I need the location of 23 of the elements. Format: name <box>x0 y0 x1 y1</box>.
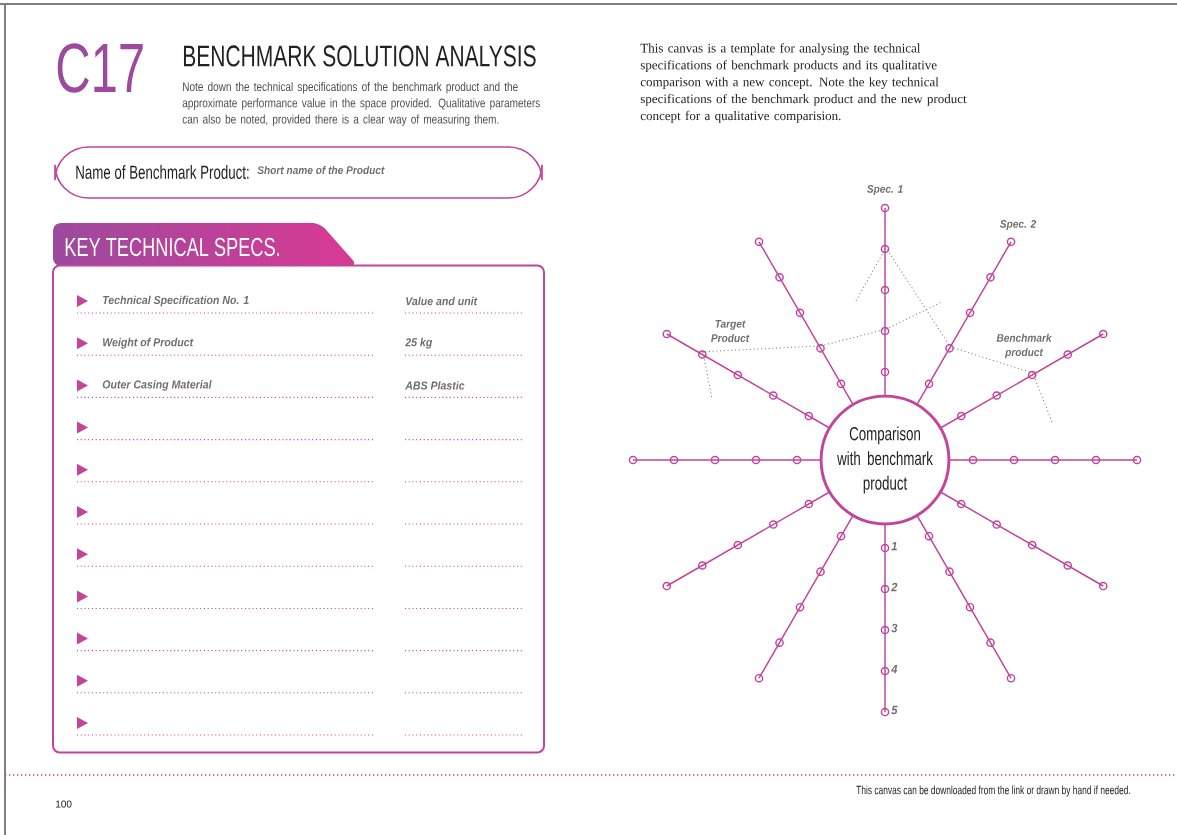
node-label: KEY TECHNICAL SPECS. <box>65 237 280 257</box>
scale-number: 4 <box>891 664 898 674</box>
scale-number: 3 <box>891 623 898 633</box>
table-cell: Outer Casing Material <box>102 380 212 391</box>
chapter-number: C17 <box>57 43 143 93</box>
page-number: 100 <box>56 800 72 808</box>
description-text: Note down the technical specifications of the benchmark product and the approximate performance value in the space provided. Qualitative parameters can also be noted, provided there is a clear way of measuring them. <box>182 81 540 127</box>
table-cell: Technical Specification No. 1 <box>103 295 249 307</box>
table-cell: ABS Plastic <box>405 381 465 390</box>
title: BENCHMARK SOLUTION ANALYSIS <box>184 45 536 67</box>
scale-number: 1 <box>891 541 897 551</box>
table-cell: Weight of Product <box>103 337 194 349</box>
name-field: Name of Benchmark Product: Short name of the Product <box>54 146 543 199</box>
scale-number: 5 <box>891 705 898 715</box>
footer-note: This canvas can be downloaded from the link or drawn by hand if needed. <box>856 785 1130 797</box>
scale-number: 2 <box>891 582 898 592</box>
plot-label: Benchmark product <box>996 333 1052 359</box>
intro-paragraph: This canvas is a template for analysing the technical specifications of benchmark products and its qualitative comparison with a new concept. Note the key technical specifications of the benchmark product and the new product concept for a qualitative comparision. <box>640 43 967 123</box>
axis-label: Spec. 1 <box>866 185 903 195</box>
axis-label: Spec. 2 <box>999 220 1037 230</box>
plot-label: Target Product <box>711 320 750 342</box>
table-cell: Value and unit <box>406 296 478 306</box>
table-cell: 25 kg <box>405 337 433 349</box>
